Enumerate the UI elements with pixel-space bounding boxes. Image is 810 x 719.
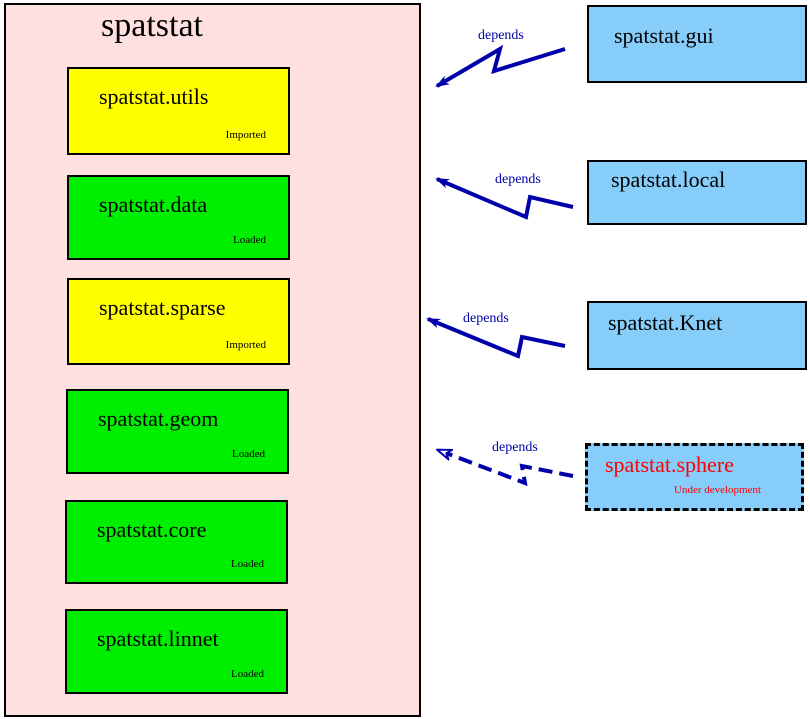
extension-name: spatstat.Knet bbox=[608, 310, 723, 335]
package-status: Loaded bbox=[231, 668, 264, 680]
package-status: Imported bbox=[225, 339, 266, 351]
package-box-geom: spatstat.geom Loaded bbox=[66, 389, 289, 474]
package-name: spatstat.utils bbox=[99, 84, 209, 109]
package-box-utils: spatstat.utils Imported bbox=[67, 67, 290, 155]
extension-name: spatstat.local bbox=[611, 167, 726, 192]
package-status: Loaded bbox=[232, 448, 265, 460]
extension-box-local: spatstat.local bbox=[587, 160, 807, 225]
package-name: spatstat.data bbox=[99, 192, 208, 217]
relation-label-knet: depends bbox=[463, 311, 509, 326]
package-name: spatstat.core bbox=[97, 517, 207, 542]
arrow-local bbox=[435, 177, 574, 220]
package-box-core: spatstat.core Loaded bbox=[65, 500, 288, 584]
package-name: spatstat.sparse bbox=[99, 295, 226, 320]
package-box-sparse: spatstat.sparse Imported bbox=[67, 278, 290, 365]
container-title: spatstat bbox=[101, 7, 203, 44]
extension-name: spatstat.gui bbox=[614, 23, 714, 48]
extension-name: spatstat.sphere bbox=[605, 452, 734, 477]
extension-box-sphere: spatstat.sphere Under development bbox=[585, 443, 804, 511]
arrow-sphere bbox=[438, 448, 574, 487]
relation-label-local: depends bbox=[495, 172, 541, 187]
development-note: Under development bbox=[674, 484, 762, 496]
arrow-gui bbox=[435, 44, 566, 88]
package-box-linnet: spatstat.linnet Loaded bbox=[65, 609, 288, 694]
package-box-data: spatstat.data Loaded bbox=[67, 175, 290, 260]
extension-box-gui: spatstat.gui bbox=[587, 5, 807, 83]
extension-box-knet: spatstat.Knet bbox=[587, 301, 807, 370]
arrow-knet bbox=[426, 317, 566, 359]
package-name: spatstat.geom bbox=[98, 406, 219, 431]
relation-label-sphere: depends bbox=[492, 440, 538, 455]
package-status: Imported bbox=[225, 129, 266, 141]
package-name: spatstat.linnet bbox=[97, 626, 219, 651]
package-status: Loaded bbox=[233, 234, 266, 246]
package-status: Loaded bbox=[231, 558, 264, 570]
relation-label-gui: depends bbox=[478, 28, 524, 43]
